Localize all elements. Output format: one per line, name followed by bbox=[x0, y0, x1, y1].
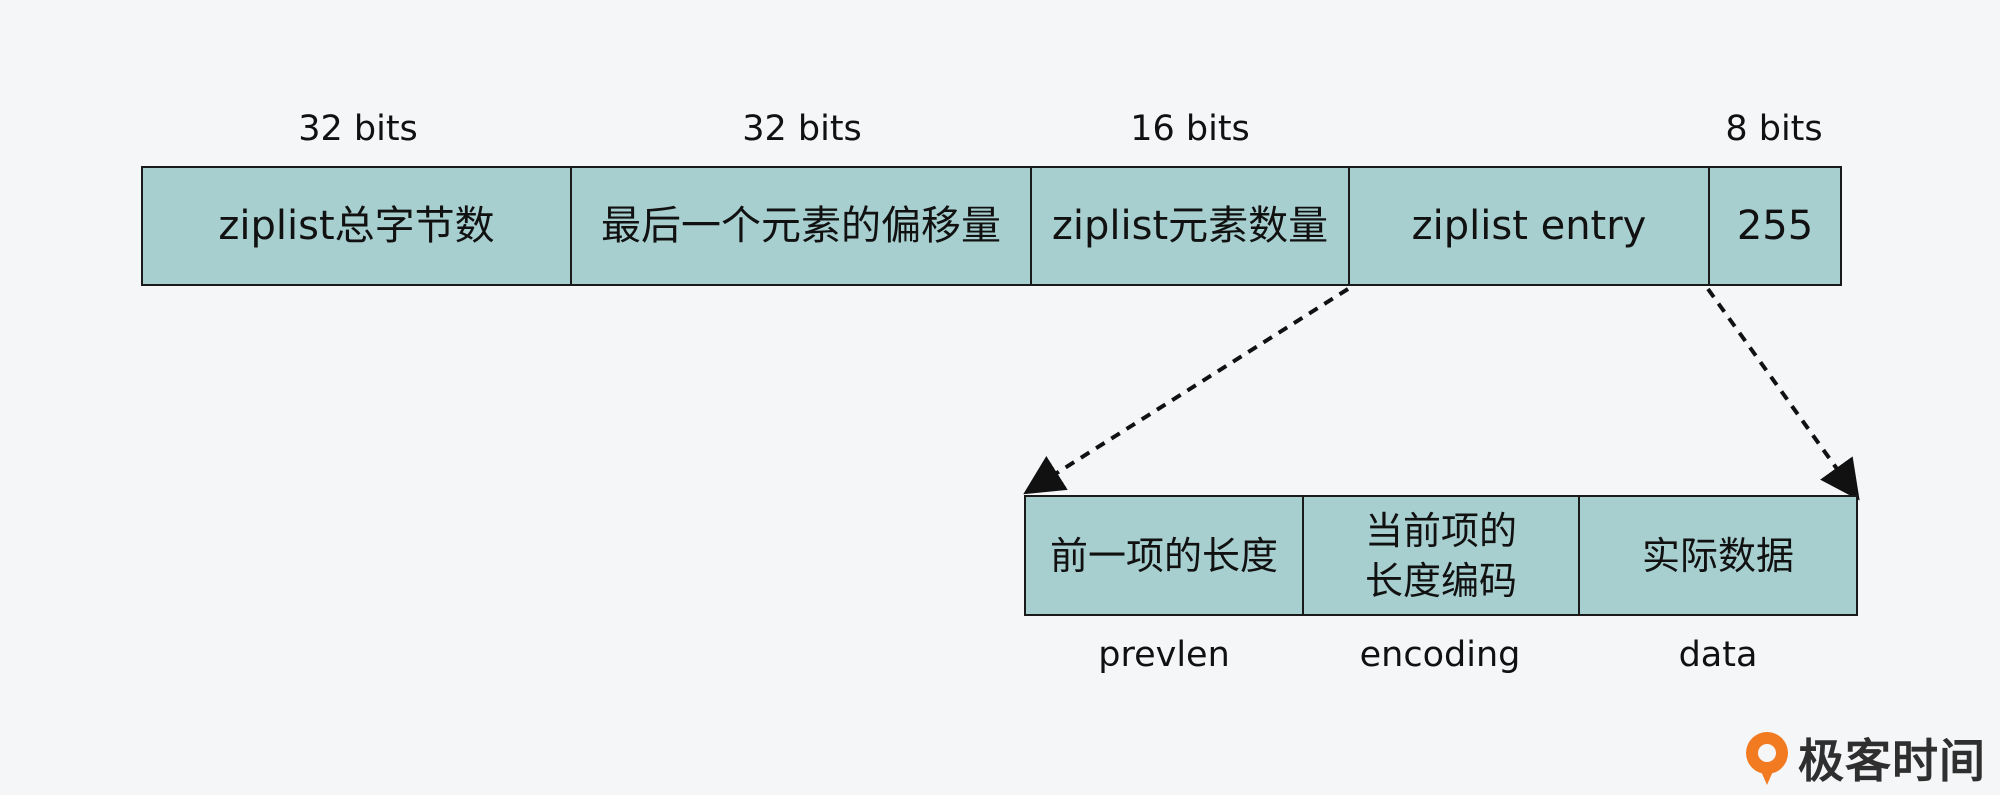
field-label-data: data bbox=[1678, 635, 1758, 675]
cell-prevlen-line1: 前一项的长度 bbox=[1049, 533, 1278, 578]
cell-entry-count: ziplist元素数量 bbox=[1030, 166, 1350, 286]
size-label-entry-count: 16 bits bbox=[1130, 109, 1250, 149]
cell-prevlen: 前一项的长度 bbox=[1024, 495, 1304, 616]
cell-encoding-line2: 长度编码 bbox=[1364, 558, 1517, 603]
cell-tail-offset-label: 最后一个元素的偏移量 bbox=[601, 203, 1001, 249]
field-label-prevlen: prevlen bbox=[1098, 635, 1230, 675]
cell-encoding: 当前项的 长度编码 bbox=[1302, 495, 1580, 616]
brand-logo-text: 极客时间 bbox=[1798, 734, 1986, 788]
arrow-to-entry-end bbox=[1706, 287, 1860, 501]
size-label-end-marker: 8 bits bbox=[1725, 109, 1823, 149]
cell-total-bytes: ziplist总字节数 bbox=[141, 166, 572, 286]
geekbang-logo-icon bbox=[1746, 732, 1788, 785]
cell-end-marker: 255 bbox=[1708, 166, 1842, 286]
size-label-total-bytes: 32 bits bbox=[298, 109, 418, 149]
cell-entry-count-label: ziplist元素数量 bbox=[1051, 203, 1329, 249]
cell-ziplist-entry-label: ziplist entry bbox=[1411, 203, 1647, 249]
cell-data-line1: 实际数据 bbox=[1641, 533, 1794, 578]
cell-ziplist-entry: ziplist entry bbox=[1348, 166, 1710, 286]
cell-total-bytes-label: ziplist总字节数 bbox=[218, 203, 495, 249]
field-label-encoding: encoding bbox=[1359, 635, 1521, 675]
cell-encoding-line1: 当前项的 bbox=[1364, 508, 1517, 553]
brand-logo: 极客时间 bbox=[1742, 725, 1986, 791]
size-label-tail-offset: 32 bits bbox=[742, 109, 862, 149]
cell-data: 实际数据 bbox=[1578, 495, 1858, 616]
cell-end-marker-label: 255 bbox=[1736, 203, 1814, 249]
arrow-to-entry-start bbox=[1023, 287, 1350, 495]
